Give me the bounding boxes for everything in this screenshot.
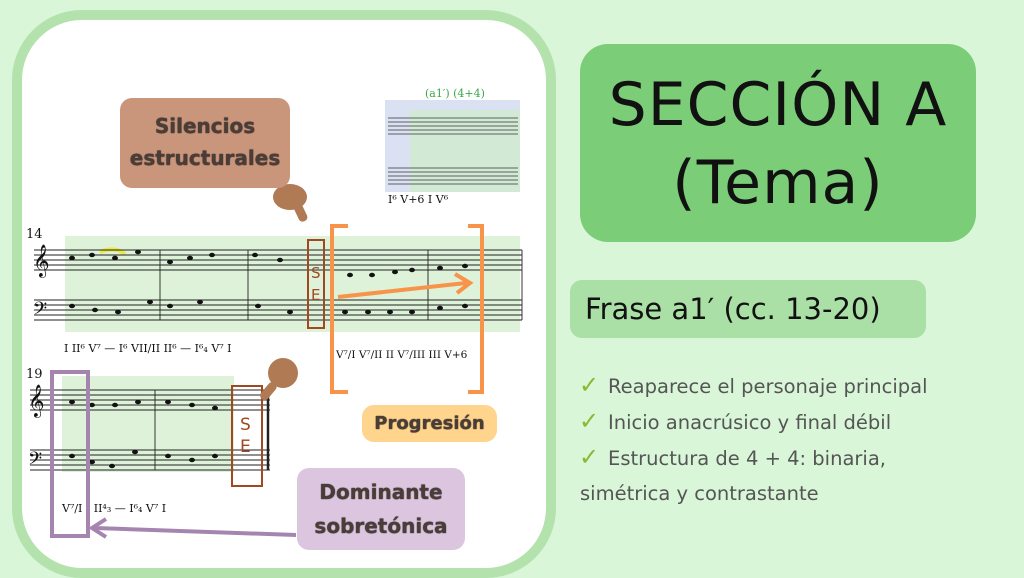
dominant-bracket (50, 370, 90, 538)
checkmark-icon: ✓ (578, 371, 600, 399)
bullet-text: Reaparece el personaje principal (608, 375, 928, 398)
section-title: SECCIÓN A (Tema) (580, 44, 976, 242)
bullet-item: ✓ Reaparece el personaje principal (570, 368, 928, 404)
progression-arrow (453, 272, 474, 295)
phrase-heading: Frase a1′ (cc. 13-20) (570, 280, 926, 338)
bullet-text: Estructura de 4 + 4: binaria, (608, 447, 886, 470)
top-excerpt: (a1′) (4+4) I⁶ V+6 I V⁶ (385, 87, 520, 206)
svg-text:𝄞: 𝄞 (28, 384, 45, 418)
system-2: 𝄞 𝄢 19 V⁷/I I II⁴₃ — I⁶₄ V⁷ I S E (26, 367, 297, 539)
bullet-item: ✓ Estructura de 4 + 4: binaria, (570, 440, 928, 476)
harmony-system-2: V⁷/I I II⁴₃ — I⁶₄ V⁷ I (61, 502, 166, 515)
checkmark-icon: ✓ (578, 407, 600, 435)
label-line: sobretónica (314, 514, 448, 538)
system-1: 𝄞 𝄢 14 I II⁶ V⁷ — I⁶ VII/II II⁶ — I⁶₄ V⁷… (26, 224, 523, 394)
label-line: estructurales (129, 146, 281, 170)
svg-text:𝄞: 𝄞 (33, 244, 50, 278)
progression-bracket (330, 224, 484, 394)
harmony-top: I⁶ V+6 I V⁶ (388, 193, 449, 206)
se-mark-e-2: E (240, 437, 251, 457)
svg-text:𝄢: 𝄢 (28, 449, 42, 474)
measure-number-19: 19 (26, 367, 43, 382)
bullet-item-continuation: simétrica y contrastante (570, 476, 928, 511)
title-line-2: (Tema) (672, 148, 884, 218)
phrase-annotation: (a1′) (4+4) (425, 87, 485, 100)
se-mark-s: S (311, 264, 321, 282)
pointing-hand-icon (273, 184, 308, 222)
pointing-hand-icon-2 (260, 358, 298, 401)
harmony-progression: V⁷/I V⁷/II II V⁷/III III V+6 (335, 349, 468, 361)
se-mark-e: E (311, 286, 320, 304)
label-silencios-estructurales: Silencios estructurales (120, 98, 290, 188)
checkmark-icon: ✓ (578, 443, 600, 471)
label-progresion: Progresión (362, 405, 497, 442)
label-dominante-sobretonica: Dominante sobretónica (297, 468, 465, 550)
bullet-text: simétrica y contrastante (580, 482, 819, 505)
harmony-system-1: I II⁶ V⁷ — I⁶ VII/II II⁶ — I⁶₄ V⁷ I (64, 342, 232, 355)
bullet-text: Inicio anacrúsico y final débil (608, 411, 892, 434)
svg-text:𝄢: 𝄢 (33, 299, 47, 324)
label-line: Dominante (319, 480, 443, 504)
dominant-arrow (88, 517, 108, 539)
se-mark-s-2: S (240, 415, 251, 435)
bullet-item: ✓ Inicio anacrúsico y final débil (570, 404, 928, 440)
score-image: (a1′) (4+4) I⁶ V+6 I V⁶ 𝄞 𝄢 14 I II⁶ V⁷ … (26, 87, 523, 539)
title-line-1: SECCIÓN A (608, 70, 948, 140)
bullet-list: ✓ Reaparece el personaje principal ✓ Inici… (570, 368, 928, 511)
measure-number-14: 14 (26, 227, 43, 242)
label-line: Silencios (154, 114, 256, 138)
